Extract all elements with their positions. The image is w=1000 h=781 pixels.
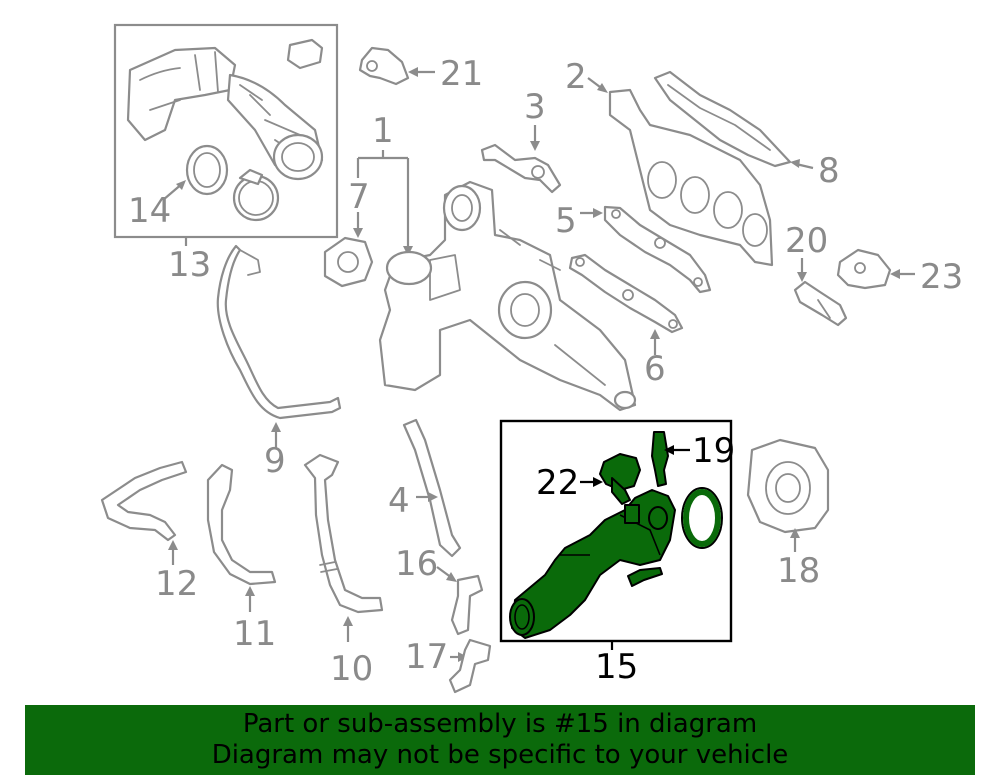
part-18-throttle-body (746, 438, 830, 534)
part-5-gasket (603, 205, 712, 294)
part-17-bracket (448, 638, 492, 694)
callout-18: 18 (777, 551, 820, 591)
part-10-oil-return-pipe (303, 453, 384, 614)
part-16-bracket (450, 574, 484, 636)
part-15-coolant-housing-highlighted (509, 431, 723, 639)
callout-23: 23 (920, 257, 963, 297)
callout-1: 1 (372, 111, 394, 151)
parts-diagram: 13 14 21 1 7 3 2 (100, 23, 963, 694)
callout-9: 9 (264, 441, 286, 481)
part-8-heat-shield (653, 70, 792, 168)
part-13-intake-hose-group (113, 23, 339, 239)
highlight-box-15 (499, 419, 733, 643)
callout-20: 20 (785, 221, 828, 261)
callout-10: 10 (330, 649, 373, 689)
callout-6: 6 (644, 349, 666, 389)
callout-2: 2 (565, 57, 587, 97)
callout-17: 17 (405, 637, 448, 677)
callout-15: 15 (595, 647, 638, 687)
part-12-coolant-hose (100, 460, 188, 542)
callout-22: 22 (536, 463, 579, 503)
part-21-sensor (358, 46, 410, 86)
part-7-actuator (323, 236, 374, 288)
banner-line-1: Part or sub-assembly is #15 in diagram (242, 709, 758, 739)
notice-banner: Part or sub-assembly is #15 in diagram D… (25, 705, 975, 775)
banner-line-2: Diagram may not be specific to your vehi… (211, 740, 789, 770)
part-6-gasket (568, 253, 684, 334)
part-20-sensor (793, 280, 848, 327)
callout-3: 3 (524, 87, 546, 127)
callout-21: 21 (440, 54, 483, 94)
part-23-sensor (836, 248, 892, 290)
part-4-support (402, 418, 462, 558)
callout-7: 7 (348, 177, 370, 217)
part-3-bracket (480, 143, 562, 194)
callout-5: 5 (555, 201, 577, 241)
callout-16: 16 (395, 544, 438, 584)
callout-11: 11 (233, 614, 276, 654)
callout-4: 4 (388, 481, 410, 521)
callout-14: 14 (128, 191, 171, 231)
part-1-turbocharger (378, 180, 637, 412)
part-9-oil-feed-pipe (216, 244, 342, 420)
callout-13: 13 (168, 245, 211, 285)
part-2-exhaust-manifold-gasket (608, 88, 774, 267)
callout-19: 19 (692, 431, 735, 471)
callout-12: 12 (155, 564, 198, 604)
callout-8: 8 (818, 151, 840, 191)
part-11-coolant-pipe (206, 463, 277, 586)
